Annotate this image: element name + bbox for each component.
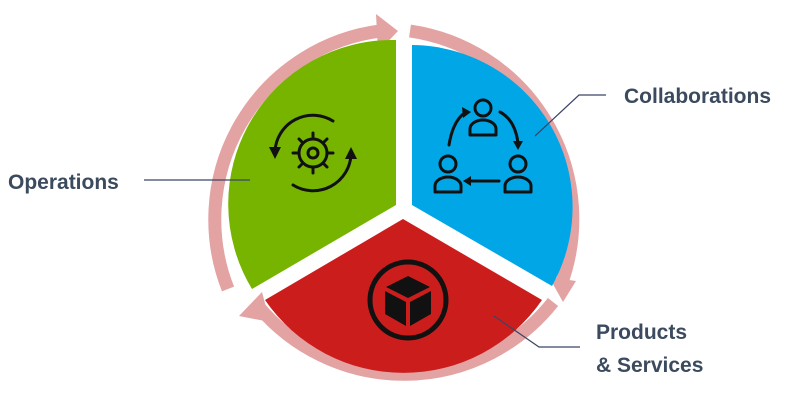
- leader-line-collaborations: [534, 94, 606, 137]
- label-operations: Operations: [8, 171, 119, 194]
- box-icon: [367, 259, 449, 341]
- people-cycle-icon: [433, 98, 533, 194]
- segment-collaborations: [412, 45, 573, 286]
- ring-arc-top: [208, 24, 381, 292]
- segment-products-services: [265, 219, 542, 373]
- gear-cycle-icon: [269, 113, 357, 193]
- ring-arrowhead-bottom: [239, 292, 270, 322]
- leader-line-products-services: [493, 315, 580, 348]
- label-services: & Services: [596, 354, 703, 377]
- label-collaborations: Collaborations: [624, 85, 771, 108]
- segment-operations: [228, 39, 396, 289]
- ring-arc-bottom: [253, 297, 559, 381]
- ring-arrowhead-right: [549, 277, 576, 302]
- label-products: Products: [596, 321, 687, 344]
